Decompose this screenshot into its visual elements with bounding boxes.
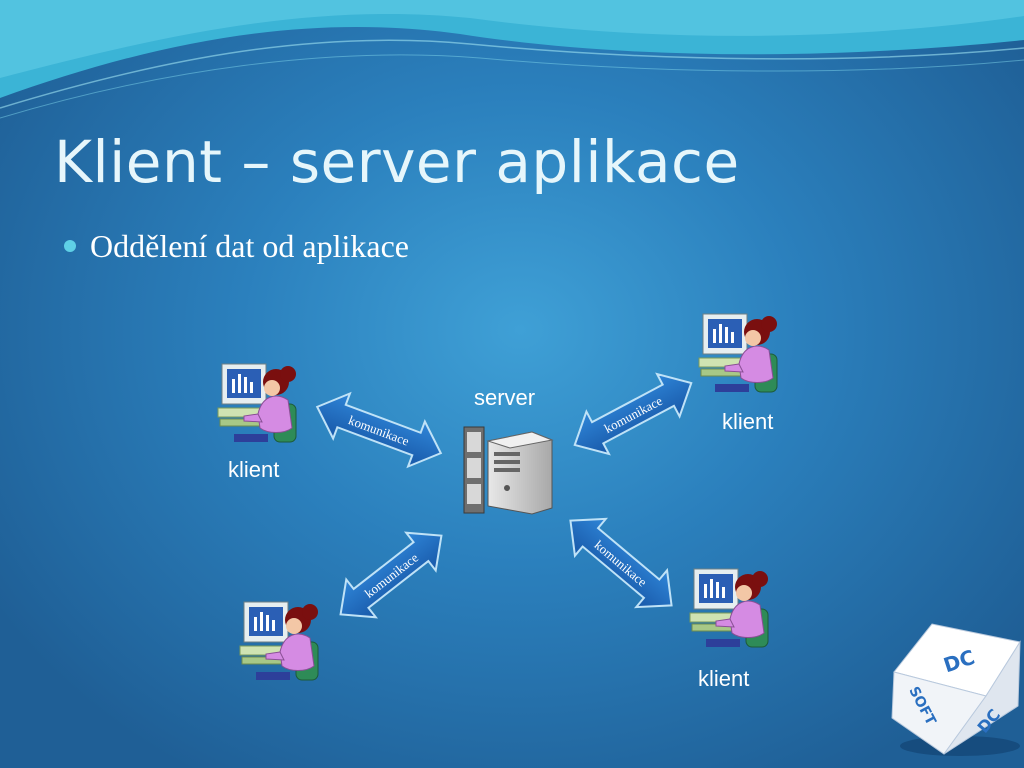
client-icon-bottom-right: [689, 568, 769, 648]
bullet-dot-icon: [64, 240, 76, 252]
arrow-bottom-right: komunikace: [569, 517, 673, 609]
arrow-bottom-left: komunikace: [339, 531, 443, 619]
server-label: server: [474, 385, 536, 410]
client-icon-bottom-left: [239, 601, 319, 681]
decorative-waves: [0, 0, 1024, 119]
bullet-text: Oddělení dat od aplikace: [90, 227, 409, 264]
arrow-top-right: komunikace: [573, 372, 693, 456]
client-icon-top-left: [217, 363, 297, 443]
server-icon: [463, 426, 554, 515]
dc-soft-logo-icon: DC SOFT DC: [891, 623, 1021, 756]
client-label-top-left: klient: [228, 457, 280, 482]
client-label-top-right: klient: [722, 409, 774, 434]
client-icon-top-right: [698, 313, 778, 393]
arrow-top-left: komunikace: [315, 391, 443, 469]
bullet-item: Oddělení dat od aplikace: [64, 226, 409, 266]
client-label-bottom-right: klient: [698, 666, 750, 691]
slide-title: Klient – server aplikace: [54, 128, 740, 196]
